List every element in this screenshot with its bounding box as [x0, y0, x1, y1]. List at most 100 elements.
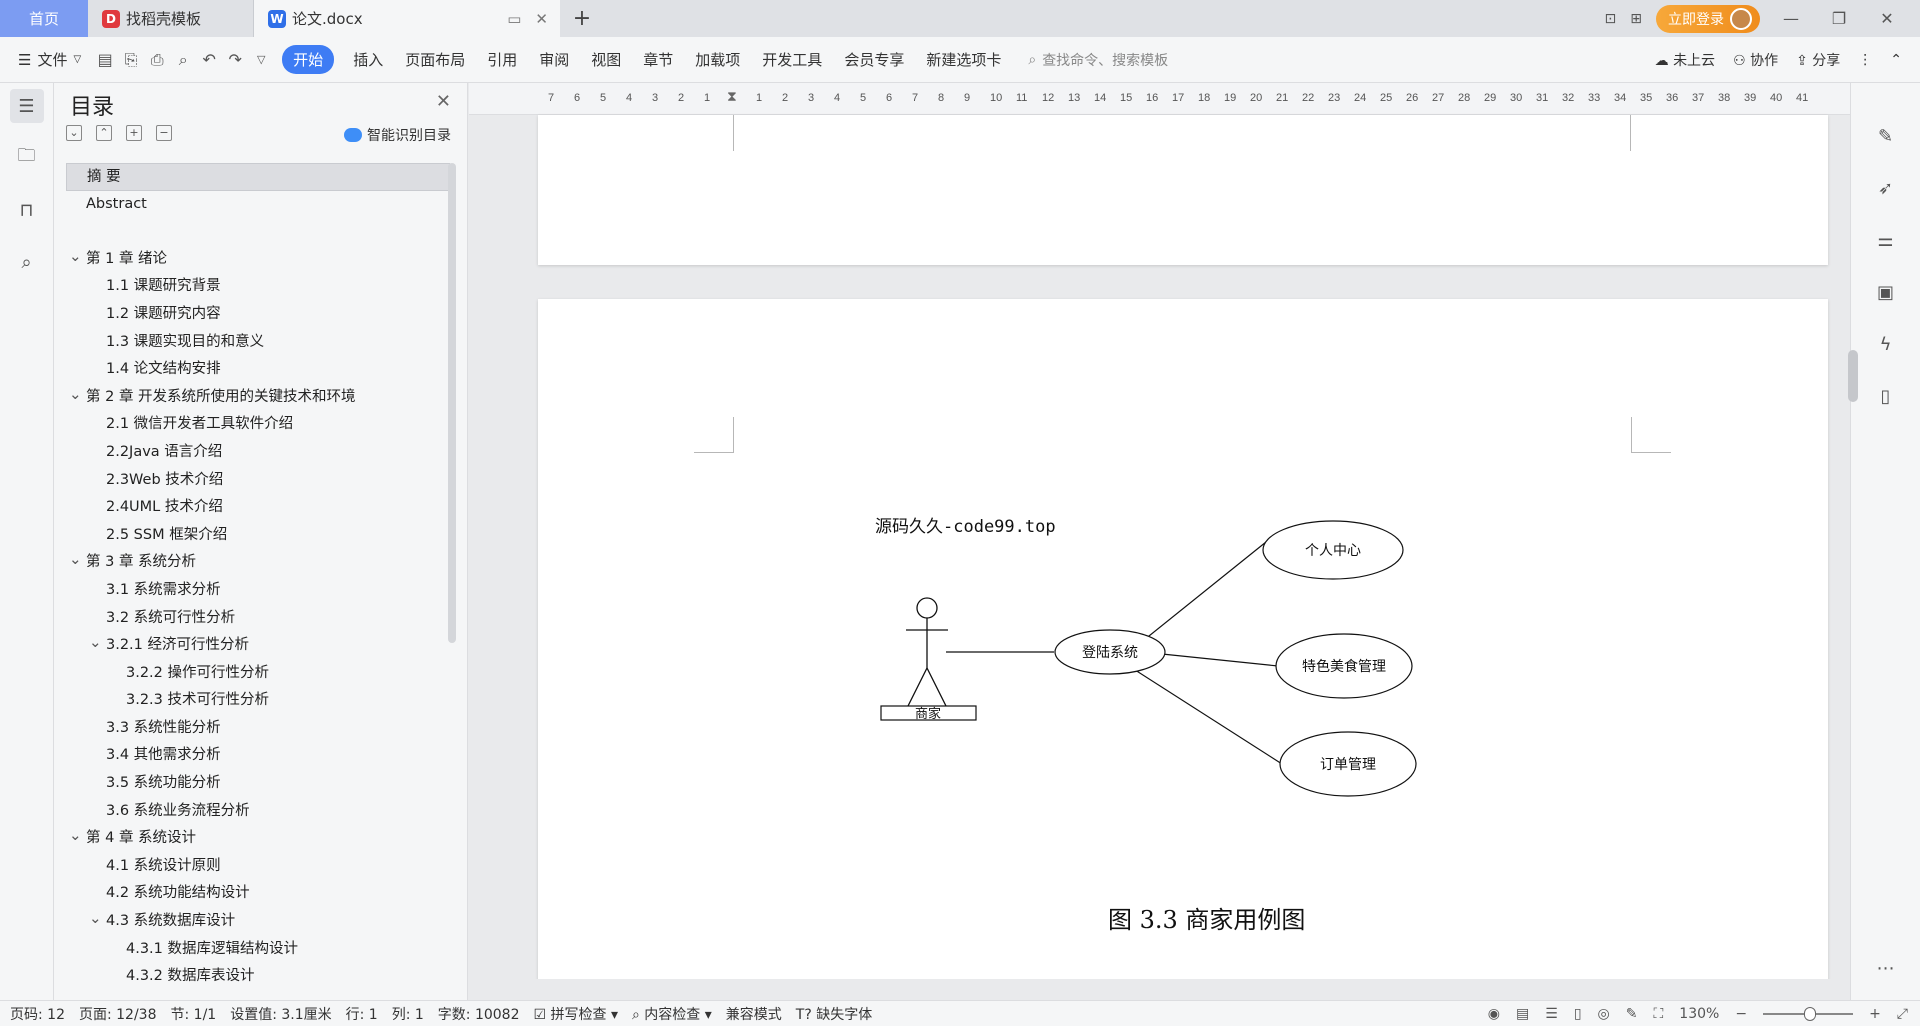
toc-item[interactable]: 2.3Web 技术介绍	[66, 467, 450, 495]
chevron-down-icon[interactable]: ⌄	[69, 826, 82, 845]
toc-item[interactable]: 摘 要	[66, 163, 450, 191]
collapse-ribbon-icon[interactable]: ⌃	[1890, 51, 1902, 68]
collaborate-button[interactable]: ⚇ 协作	[1733, 50, 1778, 70]
tab-document[interactable]: W 论文.docx ▭✕	[254, 0, 560, 37]
indent-marker-icon[interactable]: ⧗	[727, 89, 737, 105]
reading-view-icon[interactable]: ▯	[1573, 1005, 1582, 1022]
toc-item[interactable]: 3.2.2 操作可行性分析	[66, 660, 450, 688]
folder-icon[interactable]: 🗀	[17, 145, 36, 166]
menu-references[interactable]: 引用	[487, 51, 518, 69]
chevron-down-icon[interactable]: ⌄	[69, 246, 82, 265]
layout-icon[interactable]: ⊡	[1604, 10, 1617, 27]
undo-icon[interactable]: ↶	[202, 50, 216, 69]
status-setting[interactable]: 设置值: 3.1厘米	[230, 1006, 332, 1023]
toc-item[interactable]	[66, 218, 450, 246]
zoom-slider-knob[interactable]	[1803, 1006, 1816, 1021]
toc-item[interactable]: ⌄第 3 章 系统分析	[66, 549, 450, 577]
toc-item[interactable]: 2.5 SSM 框架介绍	[66, 522, 450, 550]
toc-item[interactable]: 1.4 论文结构安排	[66, 356, 450, 384]
image-tool-icon[interactable]: ▣	[1876, 281, 1894, 303]
content-check-button[interactable]: ⌕ 内容检查 ▾	[632, 1006, 712, 1023]
menu-start[interactable]: 开始	[282, 45, 335, 74]
toc-scrollbar[interactable]	[448, 163, 456, 643]
more-icon[interactable]: ⋮	[1858, 51, 1873, 68]
toc-item[interactable]: ⌄4.3 系统数据库设计	[66, 908, 450, 936]
toc-item[interactable]: 3.2 系统可行性分析	[66, 605, 450, 633]
bookmark-icon[interactable]: ⊓	[19, 199, 34, 221]
chevron-down-icon[interactable]: ⌄	[89, 633, 102, 652]
pulse-icon[interactable]: ϟ	[1879, 333, 1892, 355]
command-search[interactable]: ⌕ 查找命令、搜索模板	[1028, 50, 1168, 70]
chevron-down-icon[interactable]: ⌄	[69, 384, 82, 403]
zoom-level[interactable]: 130%	[1679, 1005, 1720, 1022]
fullscreen-icon[interactable]: ⤢	[1896, 1005, 1908, 1022]
toc-item[interactable]: 3.5 系统功能分析	[66, 770, 450, 798]
vertical-scrollbar[interactable]	[1848, 350, 1858, 402]
chevron-down-icon[interactable]: ⌄	[89, 909, 102, 928]
chevron-down-icon[interactable]: ⌄	[69, 550, 82, 569]
find-icon[interactable]: ⌕	[21, 251, 32, 273]
pen-view-icon[interactable]: ✎	[1625, 1005, 1638, 1022]
print-icon[interactable]: ⎙	[150, 49, 164, 69]
toc-item[interactable]: 3.2.3 技术可行性分析	[66, 687, 450, 715]
page-current[interactable]	[538, 299, 1828, 979]
toc-item[interactable]: 3.4 其他需求分析	[66, 742, 450, 770]
more-tools-icon[interactable]: ⋯	[1876, 957, 1895, 979]
toc-panel-icon[interactable]: ☰	[9, 89, 44, 123]
zoom-in-icon[interactable]: +	[1869, 1005, 1881, 1022]
expand-all-icon[interactable]: ⌄	[66, 125, 82, 141]
save-icon[interactable]: ▤	[97, 50, 113, 69]
missing-font-button[interactable]: T? 缺失字体	[796, 1004, 872, 1024]
menu-review[interactable]: 审阅	[539, 51, 570, 69]
toc-item[interactable]: 3.1 系统需求分析	[66, 577, 450, 605]
toc-item[interactable]: 1.3 课题实现目的和意义	[66, 329, 450, 357]
remove-heading-icon[interactable]: −	[156, 125, 172, 141]
menu-view[interactable]: 视图	[591, 51, 622, 69]
minimize-icon[interactable]: —	[1783, 9, 1799, 28]
file-menu[interactable]: ☰ 文件 ▽	[16, 49, 92, 70]
read-mode-icon[interactable]: ▯	[1880, 385, 1891, 407]
page-previous[interactable]	[538, 115, 1828, 265]
quick-access-dropdown-icon[interactable]: ▽	[256, 53, 266, 66]
smart-toc-button[interactable]: 智能识别目录	[344, 125, 451, 145]
select-cursor-icon[interactable]: ➶	[1877, 177, 1894, 199]
tab-template[interactable]: D 找稻壳模板	[88, 0, 254, 37]
apps-grid-icon[interactable]: ⊞	[1630, 10, 1642, 27]
zoom-slider[interactable]	[1763, 1006, 1854, 1021]
new-tab-button[interactable]: +	[572, 6, 592, 31]
menu-new-tab[interactable]: 新建选项卡	[926, 51, 1002, 69]
eye-protection-icon[interactable]: ◉	[1487, 1005, 1501, 1022]
edit-pen-icon[interactable]: ✎	[1877, 125, 1894, 147]
menu-chapter[interactable]: 章节	[643, 51, 674, 69]
collapse-all-icon[interactable]: ⌃	[96, 125, 112, 141]
menu-insert[interactable]: 插入	[353, 51, 384, 69]
print-preview-icon[interactable]: ⌕	[178, 49, 188, 69]
zoom-out-icon[interactable]: −	[1735, 1005, 1748, 1022]
redo-icon[interactable]: ↷	[228, 50, 242, 69]
toc-item[interactable]: 2.1 微信开发者工具软件介绍	[66, 411, 450, 439]
status-page-number[interactable]: 页码: 12	[10, 1006, 65, 1023]
close-tab-icon[interactable]: ✕	[535, 9, 548, 28]
toc-item[interactable]: ⌄第 1 章 绪论	[66, 246, 450, 274]
login-button[interactable]: 立即登录	[1656, 4, 1760, 33]
tab-home[interactable]: 首页	[0, 0, 88, 37]
toc-item[interactable]: 1.1 课题研究背景	[66, 273, 450, 301]
compat-mode[interactable]: 兼容模式	[725, 1006, 782, 1023]
menu-member[interactable]: 会员专享	[844, 51, 905, 69]
outline-view-icon[interactable]: ☰	[1545, 1005, 1558, 1022]
close-icon[interactable]: ✕	[435, 91, 451, 112]
status-section[interactable]: 节: 1/1	[170, 1006, 217, 1023]
share-button[interactable]: ⇪ 分享	[1796, 50, 1840, 70]
toc-item[interactable]: 4.3.1 数据库逻辑结构设计	[66, 936, 450, 964]
export-pdf-icon[interactable]: ⎘	[124, 49, 138, 69]
toc-item[interactable]: 4.2 系统功能结构设计	[66, 880, 450, 908]
add-heading-icon[interactable]: +	[126, 125, 142, 141]
toc-item[interactable]: 2.2Java 语言介绍	[66, 439, 450, 467]
close-window-icon[interactable]: ✕	[1880, 9, 1894, 28]
toc-item[interactable]: 2.4UML 技术介绍	[66, 494, 450, 522]
page-view-icon[interactable]: ▤	[1516, 1005, 1530, 1022]
spell-check-button[interactable]: ☑ 拼写检查 ▾	[533, 1006, 619, 1023]
toc-item[interactable]: Abstract	[66, 191, 450, 219]
